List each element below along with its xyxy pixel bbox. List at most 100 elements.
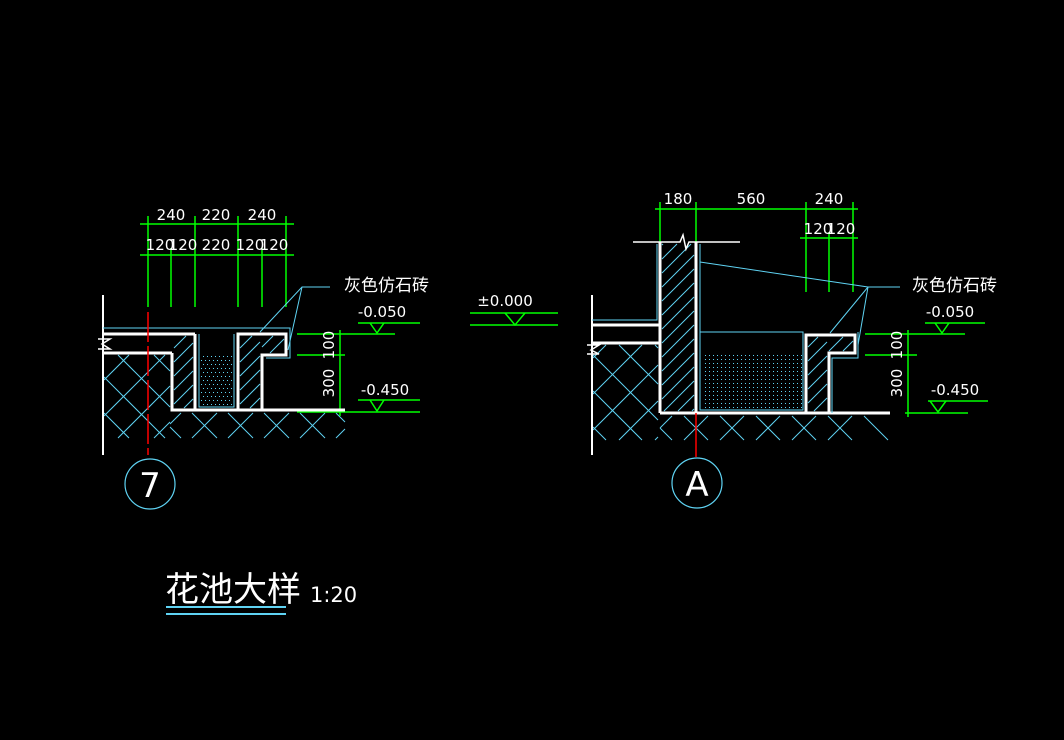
detail-left: 240 220 240 120 120 220 120 120 100 300 … xyxy=(98,206,429,510)
hatch-line xyxy=(103,376,166,439)
elevation-bottom: -0.450 xyxy=(931,381,979,399)
hatch-line xyxy=(592,344,643,395)
hatch-line xyxy=(173,370,194,391)
elevation-bottom: -0.450 xyxy=(361,381,409,399)
dim-100: 100 xyxy=(888,331,906,360)
hatch-line xyxy=(618,400,659,441)
dim-120: 120 xyxy=(827,220,856,238)
hatch-line xyxy=(592,426,607,441)
soil-fill xyxy=(705,355,802,408)
hatch-line xyxy=(791,415,817,441)
hatch-line xyxy=(807,341,828,362)
hatch-line xyxy=(677,394,695,412)
drawing-title: 花池大样 1:20 xyxy=(165,570,357,615)
hatch-line xyxy=(661,268,695,302)
axis-bubble xyxy=(124,458,176,510)
title-scale: 1:20 xyxy=(310,583,357,607)
hatch-line xyxy=(191,412,218,439)
hatch-line xyxy=(239,335,253,349)
dim-120: 120 xyxy=(146,236,175,254)
dim-120: 120 xyxy=(236,236,265,254)
datum-marker: ±0.000 xyxy=(470,292,558,327)
hatch-line xyxy=(103,412,130,439)
hatch-line xyxy=(842,340,854,352)
hatch-line xyxy=(663,380,695,412)
soil-fill xyxy=(201,356,232,405)
hatch-line xyxy=(153,421,171,439)
hatch-line xyxy=(661,310,695,344)
hatch-line xyxy=(269,338,285,354)
hatch-line xyxy=(173,356,194,377)
hatch-line xyxy=(807,336,819,348)
hatch-line xyxy=(169,412,182,425)
hatch-line xyxy=(173,335,187,349)
detail-right: 180 560 240 120 120 100 300 -0.050 -0.45… xyxy=(587,190,997,509)
hatch-line xyxy=(661,243,664,246)
hatch-line xyxy=(239,355,261,377)
hatch-line xyxy=(719,415,745,441)
datum-elevation: ±0.000 xyxy=(477,292,533,310)
dim-120: 120 xyxy=(804,220,833,238)
dim-100: 100 xyxy=(320,331,338,360)
hatch-line xyxy=(239,383,261,405)
dim-180: 180 xyxy=(664,190,693,208)
hatch-line xyxy=(261,335,274,348)
hatch-line xyxy=(173,384,194,405)
elevation-top: -0.050 xyxy=(926,303,974,321)
hatch-line xyxy=(863,415,889,441)
hatch-line xyxy=(661,324,695,358)
hatch-line xyxy=(691,408,695,412)
hatch-line xyxy=(661,366,695,400)
material-label: 灰色仿石砖 xyxy=(344,276,429,296)
hatch-line xyxy=(335,412,346,423)
dim-120: 120 xyxy=(260,236,289,254)
hatch-line xyxy=(227,412,254,439)
dim-240-right: 240 xyxy=(248,206,277,224)
hatch-line xyxy=(659,427,673,441)
hatch-line xyxy=(755,415,781,441)
dim-220: 220 xyxy=(202,206,231,224)
hatch-line xyxy=(103,354,130,381)
hatch-line xyxy=(654,344,659,349)
hatch-line xyxy=(828,336,844,352)
hatch-line xyxy=(807,355,828,376)
dim-220: 220 xyxy=(202,236,231,254)
hatch-line xyxy=(654,436,659,441)
hatch-line xyxy=(183,398,194,409)
dimension-lines xyxy=(655,202,988,417)
hatch-line xyxy=(169,426,182,439)
material-label: 灰色仿石砖 xyxy=(912,276,997,296)
hatch-line xyxy=(661,296,695,330)
hatch-line xyxy=(592,344,607,359)
dim-560: 560 xyxy=(737,190,766,208)
hatch-line xyxy=(661,338,695,372)
hatch-line xyxy=(239,369,261,391)
hatch-line xyxy=(661,254,695,288)
hatch-line xyxy=(263,412,290,439)
axis-label: A xyxy=(685,465,708,505)
hatch-line xyxy=(249,397,261,409)
hatch-line xyxy=(661,282,695,316)
hatch-line xyxy=(335,428,346,439)
leader-line xyxy=(259,286,330,333)
dim-240: 240 xyxy=(815,190,844,208)
hatch-line xyxy=(117,385,171,439)
hatch-line xyxy=(661,352,695,386)
dim-120: 120 xyxy=(169,236,198,254)
dim-240-left: 240 xyxy=(157,206,186,224)
hatch-line xyxy=(299,412,326,439)
hatch-line xyxy=(173,342,194,363)
axis-bubble xyxy=(671,457,723,509)
hatch-line xyxy=(807,383,828,404)
title-text: 花池大样 xyxy=(165,570,301,610)
hatch-line xyxy=(592,364,659,431)
dimension-lines xyxy=(140,216,420,416)
dim-300: 300 xyxy=(320,369,338,398)
axis-label: 7 xyxy=(139,466,161,506)
hatch-line xyxy=(618,344,659,385)
planter-outline xyxy=(102,295,345,455)
hatch-line xyxy=(103,354,166,417)
hatch-line xyxy=(813,397,828,412)
hatch-line xyxy=(239,341,261,363)
